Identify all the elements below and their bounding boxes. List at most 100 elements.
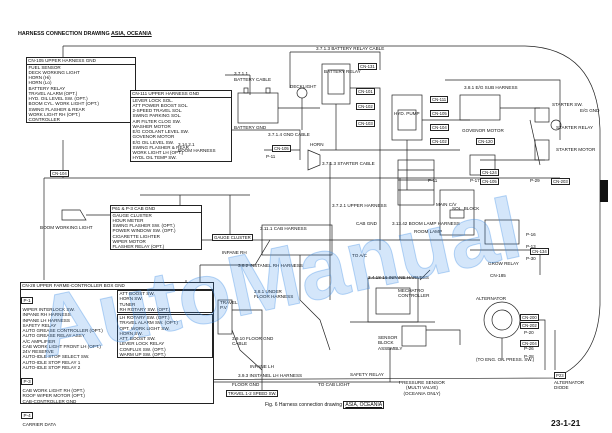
hyd-pump-body [391, 94, 423, 141]
cn105-row: FUEL SENSOR [28, 64, 61, 70]
cn111-row: HYDL OIL TEMP SW. [132, 155, 177, 161]
starter-sw-label: STARTER SW. [552, 102, 583, 107]
connector-tag: CN-111 [430, 96, 449, 103]
cn105-row: CONTROLLER [28, 117, 60, 123]
cn28-right-bottom-row: CONFLUX SW. (OPT.) [119, 346, 166, 352]
drawing-title: HARNESS CONNECTION DRAWING ASIA, OCEANIA [18, 31, 152, 37]
title-region: ASIA, OCEANIA [110, 31, 152, 37]
cn111-row: ATT POWER BOOST SOL. [132, 102, 189, 108]
safety-relay-label: SAFETY RELAY [350, 372, 384, 377]
cn111-box: CN-111 UPPER HARNESS GND LEVER LOCK SOL.… [130, 90, 232, 162]
connector-tag: P-28 [524, 354, 534, 359]
cn28-p4-row: CARRIER DATA [22, 421, 57, 427]
boom-lamp-harness-label: 3.13.42 BOOM LAMP HARNESS [392, 221, 460, 226]
cn28-left-row: WIPER INTERLOCK SW. [22, 307, 75, 312]
cn105-header: CN-105 UPPER HARNESS GND [27, 58, 135, 65]
cn28-left-row: CAB WORK LIGHT FRONT LH (OPT.) [22, 343, 101, 349]
figure-caption: Fig. 6 Harness connection drawing ASIA, … [265, 401, 385, 409]
connector-tag: P-11 [428, 178, 438, 183]
sol-block-label: SOL. BLOCK [452, 206, 480, 211]
alternator-diode-label: ALTERNATOR DIODE [554, 380, 585, 391]
connector-tag: P-13 [526, 244, 536, 249]
cab-harness-label: 3.11.1 CAB HARNESS [260, 226, 307, 231]
cn28-right-bottom-row: HORN SW. [119, 330, 143, 336]
battery-cable-num: 3.7.1.1 [234, 71, 249, 76]
cn28-p3: P-3 [21, 378, 34, 386]
cn105-row: HYD. OIL LEVEL SW. (OPT.) [28, 96, 88, 102]
cn28-left-row: AUTO GREASE RELAY ASSY [22, 333, 85, 339]
cn111-row: E/G COOLANT LEVEL SW. [132, 129, 189, 135]
p23-label: P23 [554, 372, 566, 379]
p61-row: FLASHER RELAY (OPT.) [112, 244, 165, 250]
alternator-label: ALTERNATOR [476, 296, 507, 301]
page-number: 23-1-21 [551, 418, 581, 428]
travel-12-speed-label: TRAVEL 1-2 SPEED SW. [226, 390, 279, 397]
starter-motor-label: STARTER MOTOR [556, 147, 596, 152]
inpane-rh-label: INPANE RH [222, 250, 247, 255]
connector-tag: P-16 [526, 232, 536, 237]
to-cab-light-label: TO CAB LIGHT [318, 382, 350, 387]
connector-tag: CN-185 [490, 273, 506, 278]
cn105-row: TRAVEL ALARM (OPT.) [28, 90, 78, 96]
decklight-label: DECKLIGHT [290, 84, 317, 89]
connector-tag: CN-200 [520, 314, 539, 321]
gnd-cable-label: 3.7.1.4 GND CABLE [268, 132, 310, 137]
mechatro-body [367, 277, 419, 323]
cn28-left-row: AUTO-IDLE STOP SELECT SW. [22, 354, 90, 360]
cn28-right-top-row: HORN SW. [119, 296, 143, 302]
cn28-left-row: 24V RESERVE [22, 349, 54, 354]
connector-tag: CN-202 [520, 322, 539, 329]
cn105-row: BATTERY RELAY [28, 85, 66, 91]
pressure-sensor-label: PRESSURE SENSOR (MULTI VALVE) (OCEANIA O… [399, 380, 445, 396]
cn28-left-row: AUTO-IDLE STOP RELAY 1 [22, 359, 81, 365]
connector-tag: CN-102 [430, 138, 449, 145]
boom-working-light-label: BOOM WORKING LIGHT [40, 225, 93, 230]
cn28-right-top-row: TUNER [119, 301, 136, 307]
cn28-p3-row: CAB WORK LIGHT RH (OPT.) [22, 388, 85, 393]
connector-tag: P-17 [470, 178, 480, 183]
p61-header: P61 & P-3 CAB GND [111, 206, 201, 213]
cn28-box: CN-28 UPPER FARME-CONTROLLER BOX GND P-1… [20, 282, 214, 427]
cn105-row: HORN (Hi) [28, 75, 51, 81]
connector-tag: CN-102 [356, 103, 375, 110]
edge-tab [600, 180, 608, 202]
cn28-header: CN-28 UPPER FARME-CONTROLLER BOX GND [21, 283, 213, 290]
governor-motor-label: GOVENOR MOTOR [462, 128, 504, 133]
starter-relay-label: STARTER RELAY [556, 125, 594, 130]
cab-gnd-label: CAB GND [356, 221, 377, 226]
hyd-pump-label: HYD. PUMP [394, 111, 420, 116]
connector-tag: CN-105 [272, 145, 291, 152]
cn28-right-top-row: ATT BOOST SW. [119, 291, 155, 296]
under-floor-label: 3.8.1 UNDER FLOOR HARNESS [254, 289, 294, 300]
connector-tag: P-29 [530, 178, 540, 183]
connector-tag: CN-124 [480, 169, 499, 176]
connector-tag: CN-103 [356, 120, 375, 127]
p61-row: CIGARETTE LIGHTER [112, 233, 160, 239]
connector-tag: P-30 [526, 256, 536, 261]
battery-body [237, 92, 279, 124]
room-lamp-label: ROOM LAMP [414, 229, 443, 234]
connector-tag: CN-101 [356, 88, 375, 95]
grow-relay-label: GROW RELAY [488, 261, 519, 266]
p61-row: HOUR METER [112, 217, 144, 223]
horn-label: HORN [310, 142, 324, 147]
cn28-right-bottom-row: TRAVEL ALARM SW. (OPT.) [119, 320, 178, 326]
eg-sub-harness-label: 3.8.1 E/G SUB HARNESS [464, 85, 518, 90]
battery-relay-label: BATTERY RELAY [324, 69, 361, 74]
battery-gnd-label: BATTERY GND [234, 125, 267, 130]
battery-cable-label: BATTERY CABLE [234, 77, 272, 82]
inpane-lh-label: INPANE LH [250, 364, 274, 369]
cn28-p3-row: ROOF WIPER MOTOR (OPT.) [22, 393, 85, 399]
cn111-row: GOVENOR MOTOR [132, 134, 175, 140]
cn111-row: WASHER MOTOR [132, 123, 171, 129]
connector-tag: CN-104 [50, 170, 69, 177]
connector-tag: CN-131 [358, 63, 377, 70]
cn28-right-bottom-row: LEVER LOCK RELAY [119, 341, 165, 347]
battery-relay-cable-label: 3.7.1.3 BATTERY RELAY CABLE [316, 46, 385, 51]
alternator-body [483, 301, 521, 339]
cn28-right-bottom-row: WARM UP SW. (OPT.) [119, 351, 166, 357]
